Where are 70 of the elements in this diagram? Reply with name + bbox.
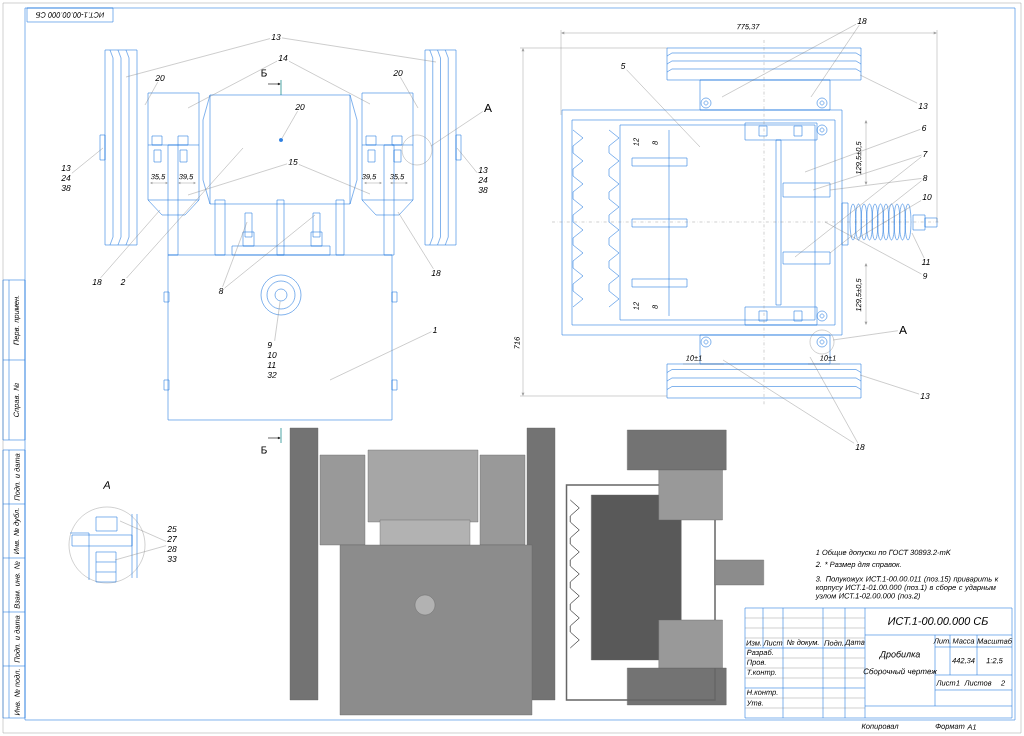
callout-number: 10 [922, 194, 932, 200]
callout-number: 5 [620, 63, 626, 69]
leader-line [100, 209, 161, 278]
leader-line [812, 154, 922, 191]
callout-number: 7 [923, 151, 928, 157]
view-letter: Б [261, 69, 267, 77]
leader-line [224, 214, 316, 289]
callout-number: 14 [278, 55, 288, 61]
leader-line [71, 147, 104, 174]
callout-number: 13 [920, 393, 930, 399]
view-letter: А [102, 481, 111, 489]
leader-line [911, 232, 925, 259]
leader-line [187, 60, 278, 109]
view-letter: А [484, 103, 492, 113]
callout-number: 15 [288, 159, 298, 165]
callout-stack: 13 24 38 [61, 165, 71, 191]
leader-line [430, 111, 483, 147]
leader-line [144, 82, 158, 106]
leader-line [281, 37, 437, 63]
callout-number: 20 [393, 70, 403, 76]
leader-line [626, 69, 701, 148]
leader-line [298, 164, 371, 195]
callout-stack: 9 10 11 32 [267, 342, 277, 378]
callout-number: 18 [857, 18, 867, 24]
callout-number: 8 [922, 175, 928, 181]
callout-number: 11 [921, 259, 930, 265]
leader-line [114, 545, 167, 561]
callout-number: 9 [922, 273, 928, 279]
leader-line [722, 359, 855, 444]
callout-number: 13 [271, 34, 281, 40]
leader-line [859, 374, 920, 395]
callout-number: 18 [92, 279, 102, 285]
callout-number: 1 [432, 327, 437, 333]
callout-number: 18 [855, 444, 865, 450]
leader-line [125, 38, 271, 78]
drawing-title: Дробилка [878, 650, 920, 660]
leader-line [126, 147, 244, 279]
callout-number: 20 [155, 75, 165, 81]
leader-line [829, 178, 922, 191]
leader-line [222, 221, 248, 287]
callout-number: 8 [218, 288, 224, 294]
drawing-number: ИСТ.1-00.00.000 СБ [887, 617, 988, 625]
leader-line [804, 129, 921, 173]
view-letter: А [899, 325, 907, 335]
leader-line [456, 147, 478, 173]
leader-line [397, 211, 434, 269]
leader-line [824, 221, 922, 275]
callout-number: 13 [918, 103, 928, 109]
leader-line [832, 330, 899, 341]
leader-line [119, 520, 167, 542]
leader-line [810, 25, 860, 98]
callout-number: 20 [295, 104, 305, 110]
leader-line [721, 24, 857, 98]
leader-line [829, 180, 922, 254]
callout-stack: 25 27 28 33 [167, 526, 177, 562]
callout-number: 18 [431, 270, 441, 276]
callout-number: 6 [922, 125, 927, 131]
leader-line [281, 111, 298, 139]
leader-line [187, 163, 288, 196]
leader-line [400, 77, 419, 109]
callout-number: 2 [120, 279, 126, 285]
callout-stack: 13 24 38 [478, 167, 488, 193]
leader-line [274, 301, 281, 342]
leader-line [794, 156, 922, 258]
leader-line [329, 331, 432, 381]
leader-line [809, 356, 858, 443]
leader-line [288, 60, 371, 105]
view-letter: Б [261, 446, 267, 454]
leader-line [857, 200, 922, 239]
leader-line [859, 74, 918, 104]
